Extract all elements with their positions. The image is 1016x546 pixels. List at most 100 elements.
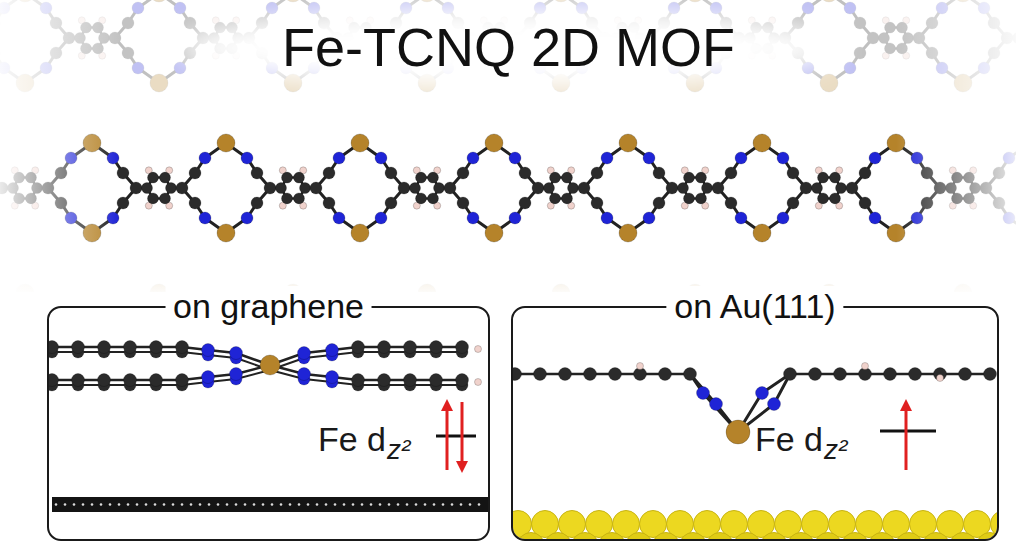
atom <box>820 0 838 2</box>
gold-atom <box>599 533 626 540</box>
panel-heading: on Au(111) <box>666 286 843 326</box>
spin-up-arrow <box>446 405 449 470</box>
atom <box>150 74 168 92</box>
graphene-dot <box>154 503 157 506</box>
orbital-label: Fe d <box>318 420 386 459</box>
atom <box>818 193 829 204</box>
atom <box>132 2 144 14</box>
atom <box>552 0 570 2</box>
graphene-dot <box>343 503 346 506</box>
graphene-dot <box>217 503 220 506</box>
atom <box>702 183 713 194</box>
atom <box>298 347 311 360</box>
atom <box>176 341 189 354</box>
atom <box>697 387 710 400</box>
atom <box>166 183 177 194</box>
atom <box>696 193 707 204</box>
graphene-dot <box>55 503 58 506</box>
atom <box>230 347 243 360</box>
atom <box>844 2 856 14</box>
atom <box>818 172 829 183</box>
atom <box>578 182 590 194</box>
graphene-dot <box>379 503 382 506</box>
gold-atom <box>923 533 950 540</box>
atom <box>475 379 482 386</box>
atom <box>678 183 689 194</box>
atom <box>562 172 573 183</box>
atom <box>777 212 789 224</box>
atom <box>830 172 841 183</box>
atom <box>72 341 85 354</box>
graphene-dot <box>91 503 94 506</box>
graphene-dot <box>325 503 328 506</box>
atom <box>323 167 335 179</box>
graphene-dot <box>136 503 139 506</box>
graphene-dot <box>352 503 355 506</box>
atom <box>959 368 972 381</box>
atom <box>809 368 822 381</box>
atom <box>519 197 531 209</box>
atom <box>428 193 439 204</box>
atom <box>513 368 522 381</box>
graphene-dot <box>334 503 337 506</box>
atom <box>768 398 781 411</box>
atom <box>653 167 665 179</box>
atom <box>909 368 922 381</box>
atom <box>174 2 186 14</box>
atom <box>49 374 59 387</box>
atom <box>787 197 799 209</box>
atom <box>485 224 503 242</box>
atom <box>934 368 947 381</box>
spin-up-arrow <box>905 405 908 470</box>
atom <box>189 197 201 209</box>
atom <box>404 374 417 387</box>
atom <box>160 193 171 204</box>
gold-atom <box>680 533 707 540</box>
atom <box>217 134 235 152</box>
atom <box>725 197 737 209</box>
graphene-dot <box>181 503 184 506</box>
bonds <box>515 374 990 432</box>
atom <box>398 182 410 194</box>
atom <box>457 167 469 179</box>
graphene-dot <box>469 503 472 506</box>
atom <box>98 374 111 387</box>
atom <box>189 167 201 179</box>
atom <box>251 197 263 209</box>
gold-atom <box>545 533 572 540</box>
atoms <box>0 134 1016 242</box>
atom <box>862 363 869 370</box>
graphene-dot <box>73 503 76 506</box>
atom <box>308 2 320 14</box>
graphene-dot <box>82 503 85 506</box>
energy-level <box>436 435 476 438</box>
atom <box>619 134 637 152</box>
atom <box>176 374 189 387</box>
atom <box>351 224 369 242</box>
fade <box>0 250 1016 295</box>
atom <box>735 212 747 224</box>
atom <box>859 197 871 209</box>
atom <box>485 134 503 152</box>
graphene-dot <box>244 503 247 506</box>
atom <box>591 167 603 179</box>
atom <box>509 212 521 224</box>
graphene-dot <box>127 503 130 506</box>
atom <box>800 182 812 194</box>
atom <box>375 152 387 164</box>
atom <box>142 183 153 194</box>
graphene-dot <box>289 503 292 506</box>
atom <box>725 167 737 179</box>
atom <box>122 47 134 59</box>
atom <box>591 197 603 209</box>
atom <box>686 0 704 2</box>
atom <box>937 375 944 382</box>
atom <box>378 374 391 387</box>
atom <box>49 341 59 354</box>
atom <box>619 224 637 242</box>
panel-heading: on graphene <box>165 286 372 326</box>
atom <box>217 224 235 242</box>
atom <box>854 17 866 29</box>
atom <box>352 341 365 354</box>
gold-atom <box>788 533 815 540</box>
